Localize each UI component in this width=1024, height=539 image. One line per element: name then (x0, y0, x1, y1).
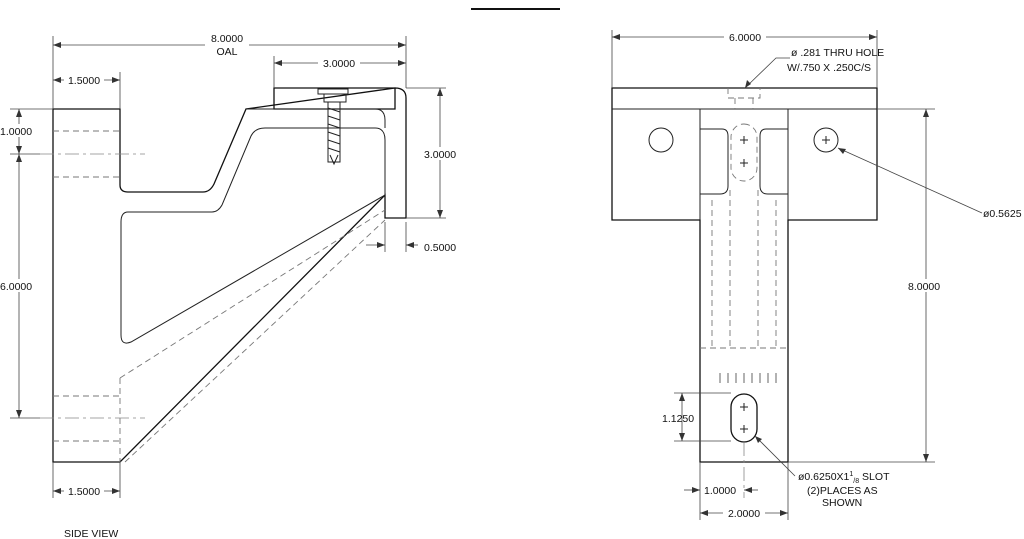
hole-note-line2: W/.750 X .250C/S (787, 62, 871, 74)
slot-offset-dimension: 1.0000 (704, 485, 736, 497)
oal-dimension: 8.0000 (211, 33, 243, 45)
hidden-line (124, 219, 386, 463)
front-view: 6.0000 ø .281 THRU HOLE W/.750 X .250C/S… (611, 30, 1022, 520)
top-width-dimension: 3.0000 (323, 58, 355, 70)
mid-height-dimension: 6.0000 (0, 281, 32, 293)
width-top-dimension: 6.0000 (729, 32, 761, 44)
pocket-left (700, 128, 729, 195)
lip-height-dimension: 3.0000 (424, 149, 456, 161)
oal-note: OAL (216, 46, 237, 58)
side-view-top-block (273, 87, 396, 110)
height-dimension: 8.0000 (908, 281, 940, 293)
view-label: SIDE VIEW (64, 528, 118, 539)
upper-slot (730, 123, 758, 182)
counterbore (727, 88, 761, 109)
hole-diameter-dimension: ø0.5625 (983, 208, 1022, 220)
bottom-width-dimension: 2.0000 (728, 508, 760, 520)
hidden-line (119, 209, 386, 379)
mounting-hole (648, 127, 674, 153)
pocket-right (759, 128, 788, 195)
left-width-bottom-dimension: 1.5000 (68, 486, 100, 498)
lower-slot (730, 393, 758, 443)
top-height-dimension: 1.0000 (0, 126, 32, 138)
screw-icon (317, 88, 349, 166)
side-view-upper-pocket (246, 108, 386, 128)
slot-note-line2: (2)PLACES AS (807, 485, 878, 497)
mounting-hole (813, 127, 839, 153)
tick-marks (719, 373, 777, 383)
side-view-outline (52, 87, 407, 463)
side-view-pocket (120, 127, 386, 344)
lip-thickness-dimension: 0.5000 (424, 242, 456, 254)
left-width-top-dimension: 1.5000 (68, 75, 100, 87)
slot-note-line1: ø0.6250X11/8 SLOT (798, 471, 890, 485)
slot-note-line3: SHOWN (822, 497, 862, 509)
slot-length-dimension: 1.1250 (662, 413, 694, 425)
hole-note-line1: ø .281 THRU HOLE (791, 47, 884, 59)
side-view: 8.0000 OAL 3.0000 1.5000 1.5000 1.0000 6… (0, 30, 462, 539)
